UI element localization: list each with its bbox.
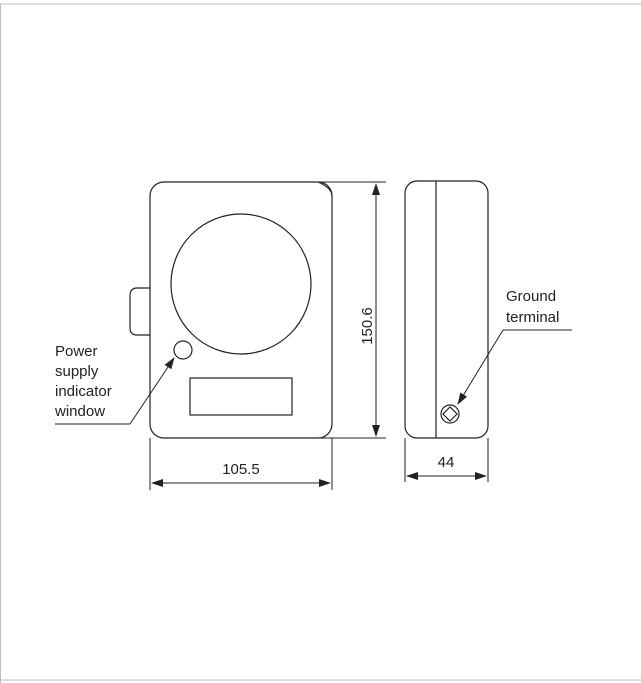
front-view bbox=[129, 181, 333, 439]
side-body-outline bbox=[404, 180, 489, 439]
side-tab bbox=[129, 287, 150, 336]
power-callout-line-3: indicator bbox=[55, 383, 112, 400]
power-callout-line-2: supply bbox=[55, 363, 99, 380]
width-dimension bbox=[149, 438, 333, 490]
power-callout-line-4: window bbox=[54, 403, 105, 420]
power-indicator-window bbox=[173, 340, 193, 360]
ground-callout-line-1: Ground bbox=[506, 288, 556, 305]
width-dimension-label: 105.5 bbox=[222, 461, 260, 478]
height-dimension bbox=[318, 181, 386, 439]
ground-terminal-callout: Ground terminal bbox=[506, 288, 559, 326]
label-window bbox=[189, 377, 293, 416]
power-indicator-leader bbox=[55, 357, 175, 425]
ground-terminal-leader bbox=[457, 329, 572, 405]
display-dial bbox=[170, 213, 312, 355]
ground-terminal-ring bbox=[440, 404, 460, 424]
height-dimension-label: 150.6 bbox=[359, 307, 376, 345]
side-view bbox=[404, 180, 489, 439]
ground-terminal-screw bbox=[442, 406, 458, 422]
front-body-outline bbox=[149, 181, 333, 439]
depth-dimension bbox=[404, 438, 489, 482]
power-callout-line-1: Power bbox=[55, 343, 98, 360]
ground-callout-line-2: terminal bbox=[506, 309, 559, 326]
page-frame bbox=[0, 3, 641, 683]
power-indicator-callout: Power supply indicator window bbox=[54, 343, 112, 420]
depth-dimension-label: 44 bbox=[438, 454, 455, 471]
